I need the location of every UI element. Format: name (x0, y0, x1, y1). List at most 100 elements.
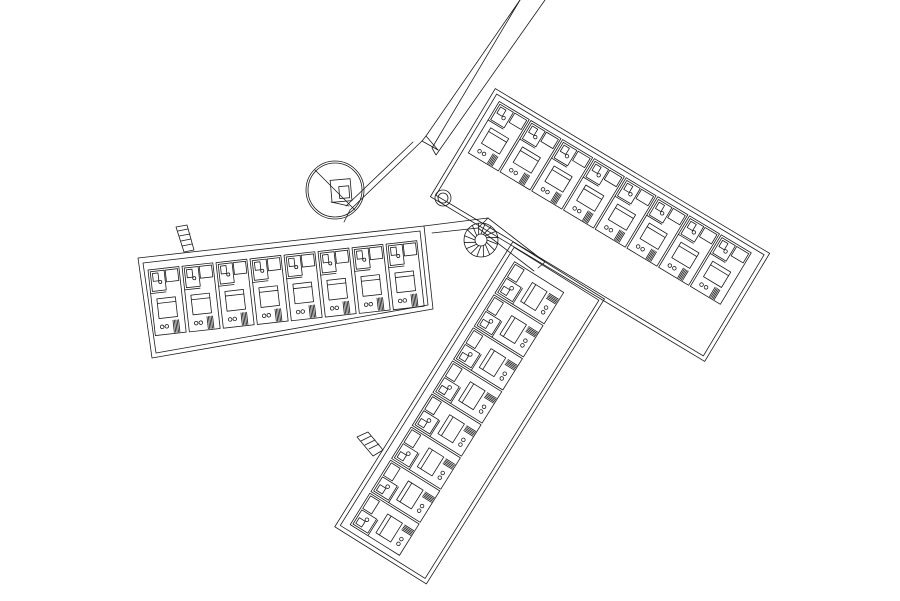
unit-balcony (308, 304, 317, 319)
east-wing (430, 88, 770, 362)
balcony-rail (552, 192, 560, 204)
unit-basin (501, 115, 506, 121)
unit-partition (519, 138, 536, 149)
hotel-unit (626, 196, 689, 267)
unit-fixture (376, 484, 387, 495)
unit-wardrobe (362, 495, 380, 515)
unit-chair (437, 475, 442, 480)
unit-bed (437, 414, 465, 444)
unit-bathroom (712, 237, 736, 262)
unit-bathroom (285, 255, 303, 278)
unit-balcony (582, 210, 594, 224)
unit-basin (659, 211, 665, 216)
east-wing-units (467, 101, 752, 305)
balcony-rail (484, 395, 495, 403)
hotel-unit (689, 234, 752, 305)
unit-chair (261, 313, 267, 318)
balcony-rail (525, 330, 536, 338)
balcony-rail (518, 172, 526, 183)
unit-bathroom (617, 180, 641, 205)
unit-basin (596, 173, 601, 178)
balcony-rail (464, 427, 475, 435)
unit-partition (150, 291, 167, 295)
unit-outline (658, 215, 720, 286)
balcony-rail (444, 460, 454, 468)
balcony-rail (522, 174, 529, 185)
balcony-rail (403, 525, 414, 533)
balcony-rail (549, 293, 559, 300)
unit-chair (159, 324, 165, 330)
unit-basin (328, 261, 333, 266)
unit-basin (628, 192, 633, 197)
unit-chair (477, 149, 482, 154)
balcony-rail (445, 458, 456, 465)
unit-fixture (417, 418, 428, 429)
unit-bathroom (217, 262, 235, 285)
unit-pillow-line (224, 293, 245, 297)
hotel-unit (658, 215, 720, 286)
unit-balcony (376, 297, 385, 311)
hotel-unit (494, 261, 565, 325)
balcony-rail (380, 297, 383, 311)
balcony-rail (382, 297, 385, 311)
unit-outline (385, 240, 425, 311)
unit-chair (572, 206, 577, 211)
balcony-rail (176, 319, 179, 333)
unit-pillow-line (502, 317, 516, 337)
unit-balcony (677, 267, 689, 281)
unit-bathroom (497, 277, 522, 303)
unit-wardrobe (603, 169, 623, 188)
unit-balcony (504, 359, 518, 371)
hotel-unit (181, 262, 221, 333)
unit-fixture (686, 220, 697, 232)
balcony-rail (348, 300, 351, 314)
balcony-rail (487, 153, 494, 164)
unit-chair (300, 309, 305, 314)
stair-tread (484, 243, 491, 256)
unit-outline (432, 360, 503, 424)
unit-pillow-line (678, 245, 698, 257)
unit-wardrobe (508, 112, 528, 130)
unit-partition (709, 252, 726, 263)
unit-pillow-line (488, 131, 507, 143)
balcony-rail (413, 293, 416, 307)
unit-basin (426, 418, 432, 423)
stair-tread (465, 243, 478, 250)
balcony-rail (491, 156, 499, 167)
unit-chair (523, 338, 528, 343)
hotel-unit (391, 426, 461, 490)
unit-bathroom (251, 258, 269, 281)
unit-chair (545, 189, 550, 195)
unit-basin (294, 265, 299, 270)
balcony-rail (682, 270, 689, 281)
balcony-rail (401, 529, 412, 536)
circular-tower (305, 160, 365, 220)
unit-pillow-line (360, 278, 381, 282)
unit-wardrobe (424, 396, 442, 416)
balcony-rail (584, 211, 592, 223)
unit-chair (164, 324, 169, 329)
balcony-rail (464, 428, 474, 436)
unit-chair (334, 305, 339, 311)
unit-chair (481, 151, 487, 157)
unit-outline (626, 196, 689, 267)
unit-bed (416, 447, 445, 477)
unit-bed (544, 165, 573, 193)
balcony-rail (484, 397, 494, 404)
balcony-rail (586, 213, 594, 224)
balcony-rail (206, 316, 209, 330)
unit-bed (481, 127, 510, 155)
unit-bathroom (553, 141, 578, 167)
unit-chair (329, 306, 335, 311)
balcony-rail (274, 308, 277, 322)
balcony-rail (486, 393, 497, 400)
balcony-rail (173, 319, 177, 333)
balcony-rail (648, 250, 655, 261)
unit-partition (354, 269, 371, 272)
unit-wardrobe (164, 268, 180, 283)
unit-fixture (528, 125, 539, 136)
hotel-unit (563, 158, 625, 229)
balcony-rail (550, 191, 557, 202)
